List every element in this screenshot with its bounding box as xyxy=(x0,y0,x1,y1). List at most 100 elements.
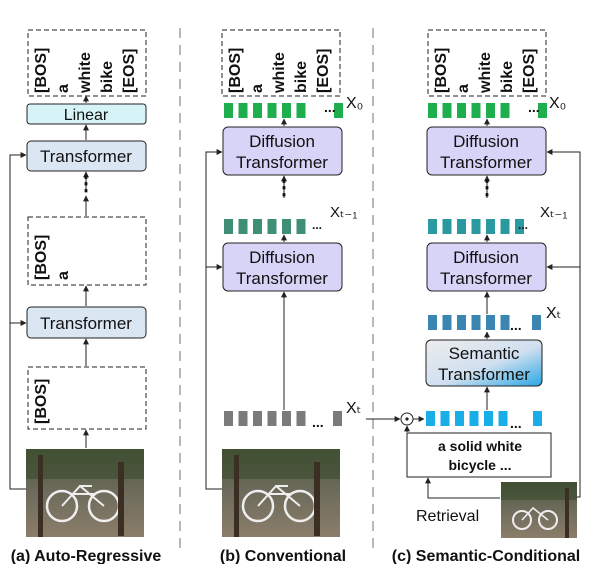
transformer-label-top: Transformer xyxy=(40,147,132,166)
latent-tokens-c-xt1 xyxy=(428,219,524,234)
xt-label-c: Xₜ xyxy=(546,305,561,322)
token-label: [BOS] xyxy=(33,48,50,93)
latent-tokens-b-xt xyxy=(224,411,342,426)
dt-b-bot-line1: Diffusion xyxy=(249,248,315,267)
token-label: [BOS] xyxy=(433,48,450,93)
latent-token xyxy=(442,315,452,330)
xt-label-b: Xₜ xyxy=(346,400,361,417)
latent-token xyxy=(334,103,343,118)
latent-token xyxy=(532,315,541,330)
latent-token xyxy=(296,219,306,234)
caption-c: (c) Semantic-Conditional xyxy=(392,548,580,564)
token-label: bike xyxy=(499,61,516,93)
diffusion-transformer-b-top xyxy=(222,126,343,176)
latent-token xyxy=(426,411,435,426)
latent-tokens-b-x0 xyxy=(224,103,343,118)
diffusion-transformer-c-bottom xyxy=(426,242,547,292)
token-label: a xyxy=(249,84,266,93)
bos-token-box-a xyxy=(27,366,147,430)
st-line1: Semantic xyxy=(449,344,520,363)
linear-layer xyxy=(26,103,147,125)
latent-token xyxy=(500,219,510,234)
dots-b-x0: ... xyxy=(324,99,336,115)
token-label: white xyxy=(477,52,494,94)
latent-token xyxy=(238,219,248,234)
transformer-block-top xyxy=(26,140,147,172)
semantic-tokens-c xyxy=(426,411,542,426)
dots-c-xt1: ... xyxy=(518,218,528,232)
latent-token xyxy=(486,315,495,330)
token-label: white xyxy=(77,52,94,94)
output-token-box-c xyxy=(427,29,547,97)
token-label: a xyxy=(455,84,472,93)
transformer-label-bottom: Transformer xyxy=(40,314,132,333)
partial-tokens-a: [BOS] a xyxy=(33,235,72,280)
token-label: [EOS] xyxy=(315,49,332,93)
latent-token xyxy=(224,219,233,234)
token-label: bike xyxy=(293,61,310,93)
latent-token xyxy=(440,411,450,426)
dt-b-bot-line2: Transformer xyxy=(236,269,328,288)
latent-token xyxy=(296,103,306,118)
latent-token xyxy=(442,103,452,118)
latent-token xyxy=(457,315,466,330)
latent-token xyxy=(442,219,452,234)
latent-token xyxy=(282,103,291,118)
latent-tokens-b-xt1 xyxy=(224,219,306,234)
query-image-c xyxy=(501,482,577,538)
token-label: [EOS] xyxy=(521,49,538,93)
latent-token xyxy=(515,219,524,234)
latent-token xyxy=(471,315,481,330)
latent-token xyxy=(469,411,479,426)
latent-token xyxy=(333,411,342,426)
diffusion-transformer-c-top xyxy=(426,126,547,176)
transformer-block-bottom xyxy=(26,306,147,339)
dt-c-top-line2: Transformer xyxy=(440,153,532,172)
latent-token xyxy=(498,411,508,426)
latent-token xyxy=(253,103,262,118)
dots-c-sky: ... xyxy=(510,415,522,431)
latent-token xyxy=(267,103,277,118)
ellipsis-b: ⋮ xyxy=(274,177,294,199)
latent-token xyxy=(238,411,248,426)
x0-label-b: X₀ xyxy=(346,95,363,112)
caption-text-line1: a solid white xyxy=(438,438,522,454)
latent-token xyxy=(500,315,510,330)
latent-token xyxy=(267,411,277,426)
latent-token xyxy=(282,219,291,234)
latent-token xyxy=(267,219,277,234)
retrieved-caption-box xyxy=(406,432,552,478)
dt-b-top-line1: Diffusion xyxy=(249,132,315,151)
dt-c-bot-line1: Diffusion xyxy=(453,248,519,267)
x0-label-c: X₀ xyxy=(549,95,566,112)
latent-token xyxy=(238,103,248,118)
input-image-a xyxy=(26,449,144,537)
linear-label: Linear xyxy=(64,107,109,124)
latent-token xyxy=(471,103,481,118)
token-label: a xyxy=(55,84,72,93)
dots-b-xt1: ... xyxy=(312,218,322,232)
st-line2: Transformer xyxy=(438,365,530,384)
latent-token xyxy=(253,411,262,426)
latent-token xyxy=(484,411,493,426)
latent-token xyxy=(457,219,466,234)
output-token-box-b xyxy=(221,29,341,97)
latent-token xyxy=(224,103,233,118)
input-image-b xyxy=(222,449,340,537)
latent-token xyxy=(428,103,437,118)
dt-c-bot-line2: Transformer xyxy=(440,269,532,288)
token-label: [BOS] xyxy=(33,235,50,280)
ellipsis-c: ⋮ xyxy=(477,177,497,199)
latent-token xyxy=(457,103,466,118)
latent-token xyxy=(428,315,437,330)
xt1-label-c: Xₜ₋₁ xyxy=(540,204,567,221)
token-label: a xyxy=(55,271,72,280)
latent-tokens-c-x0 xyxy=(428,103,547,118)
ellipsis-a: ⋮ xyxy=(76,173,96,195)
latent-token xyxy=(533,411,542,426)
latent-token xyxy=(253,219,262,234)
